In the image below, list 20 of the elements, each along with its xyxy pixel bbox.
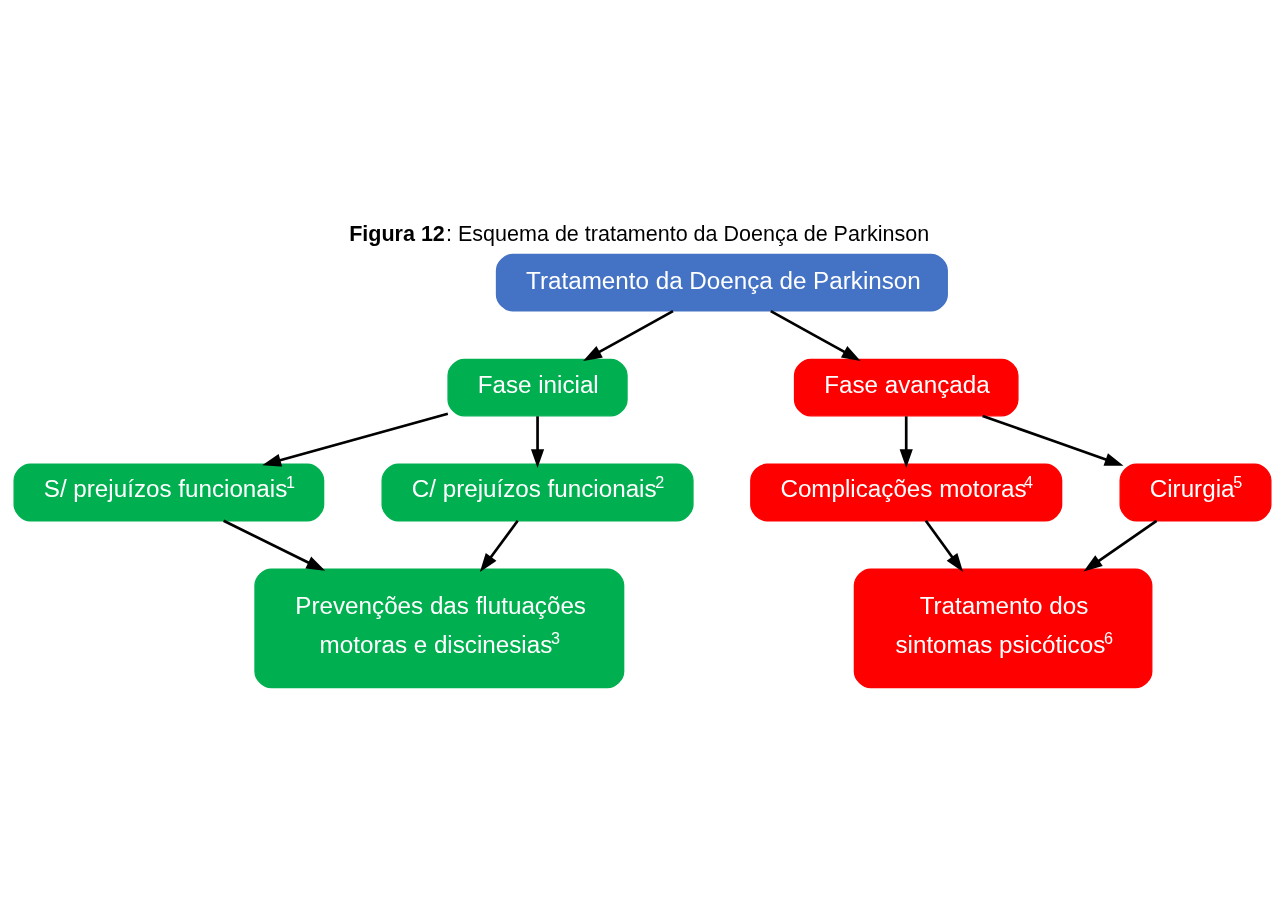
diagram-title: Figura 12: Esquema de tratamento da Doença de Parkinson: [349, 221, 930, 246]
arrow: [479, 519, 519, 572]
node-box: S/ prejuízos funcionais$^{1}$: [13, 463, 325, 521]
arrow: [223, 519, 326, 571]
arrow: [982, 414, 1124, 466]
arrow: [770, 309, 861, 361]
arrow: [583, 309, 674, 361]
node-box: Cirurgia$^{5}$: [1119, 463, 1272, 521]
arrow: [262, 412, 449, 467]
node-box: Complicações motoras$^{4}$: [750, 463, 1063, 521]
node-box: Fase inicial: [447, 358, 628, 416]
node-box: Tratamento da Doença de Parkinson: [495, 253, 948, 312]
arrow: [924, 519, 964, 572]
arrow: [899, 415, 913, 468]
node-box: C/ prejuízos funcionais$^{2}$: [381, 463, 694, 521]
node-box: Prevenções das flutuações motoras e discinesias$^{3}$: [254, 568, 625, 688]
node-box: Tratamento dos sintomas psicóticos$^{6}$: [853, 568, 1153, 688]
arrow: [1083, 519, 1158, 571]
node-box: Fase avançada: [793, 358, 1019, 416]
arrow: [530, 415, 545, 468]
